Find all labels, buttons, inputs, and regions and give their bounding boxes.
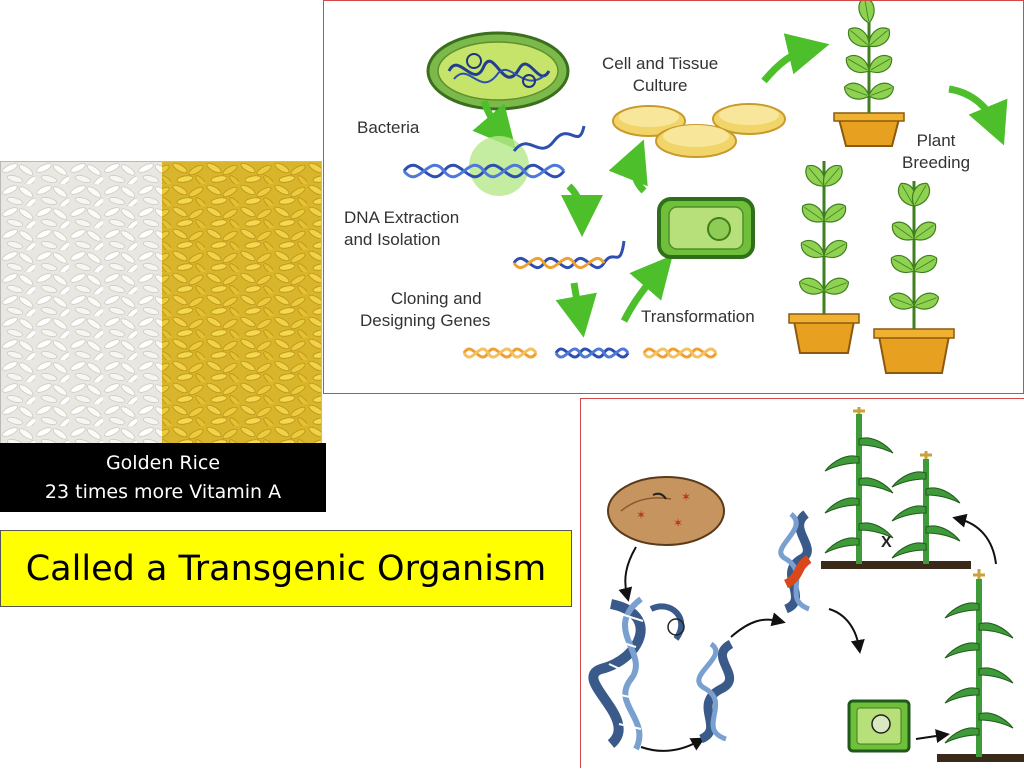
svg-text:✶: ✶ (673, 516, 683, 530)
arrow-icon (560, 183, 603, 237)
svg-text:✶: ✶ (681, 490, 691, 504)
plant-cell-icon (847, 699, 911, 753)
cell-culture-label: Cell and Tissue Culture (602, 54, 719, 95)
plant-cell-icon (657, 197, 755, 259)
gene-copies-icon (462, 347, 718, 359)
arrow-icon (620, 255, 673, 323)
arrow-icon (618, 546, 637, 602)
rice-comparison-photo (0, 161, 322, 444)
cloning-label: Cloning and Designing Genes (360, 289, 491, 330)
arrow-icon (555, 282, 597, 338)
corn-transformation-diagram: ✶ ✶ ✶ (580, 398, 1024, 768)
rice-caption-detail: 23 times more Vitamin A (44, 481, 282, 503)
arrow-icon (472, 99, 516, 149)
arrow-icon (761, 33, 830, 84)
rice-caption: Golden Rice 23 times more Vitamin A (0, 443, 326, 512)
white-rice-grains (1, 162, 162, 443)
svg-text:✶: ✶ (636, 508, 646, 522)
plant-breeding-label: Plant Breeding (902, 131, 971, 172)
dna-strand-icon (402, 125, 586, 179)
arrow-icon (952, 513, 997, 565)
rice-caption-title: Golden Rice (105, 452, 221, 474)
arrow-icon (640, 737, 706, 752)
transformation-label: Transformation (641, 307, 755, 326)
seed-icon: ✶ ✶ ✶ (607, 476, 725, 546)
bacterium-icon (426, 31, 570, 111)
arrow-icon (608, 139, 648, 194)
bred-plants-icon (788, 160, 955, 374)
cloned-dna-icon (512, 240, 626, 270)
corn-plant-icon (937, 569, 1024, 762)
crossed-corn-plants-icon (821, 407, 971, 569)
dna-segment-icon (696, 640, 735, 744)
dna-extraction-label: DNA Extraction and Isolation (344, 208, 460, 249)
potted-plant-icon (833, 1, 905, 147)
recombinant-dna-icon (778, 510, 812, 614)
petri-dishes-icon (612, 103, 786, 158)
arrow-icon (915, 729, 950, 743)
cross-symbol: X (881, 534, 892, 551)
arrow-icon (828, 608, 865, 654)
genetic-engineering-process-diagram: Bacteria DNA Extraction and Isolation Cl… (323, 0, 1024, 394)
golden-rice-grains (162, 162, 321, 443)
transgenic-banner: Called a Transgenic Organism (0, 530, 572, 607)
arrow-icon (948, 85, 1008, 146)
dna-helix-icon (588, 596, 685, 751)
bacteria-label: Bacteria (357, 118, 420, 137)
arrow-icon (730, 612, 786, 638)
